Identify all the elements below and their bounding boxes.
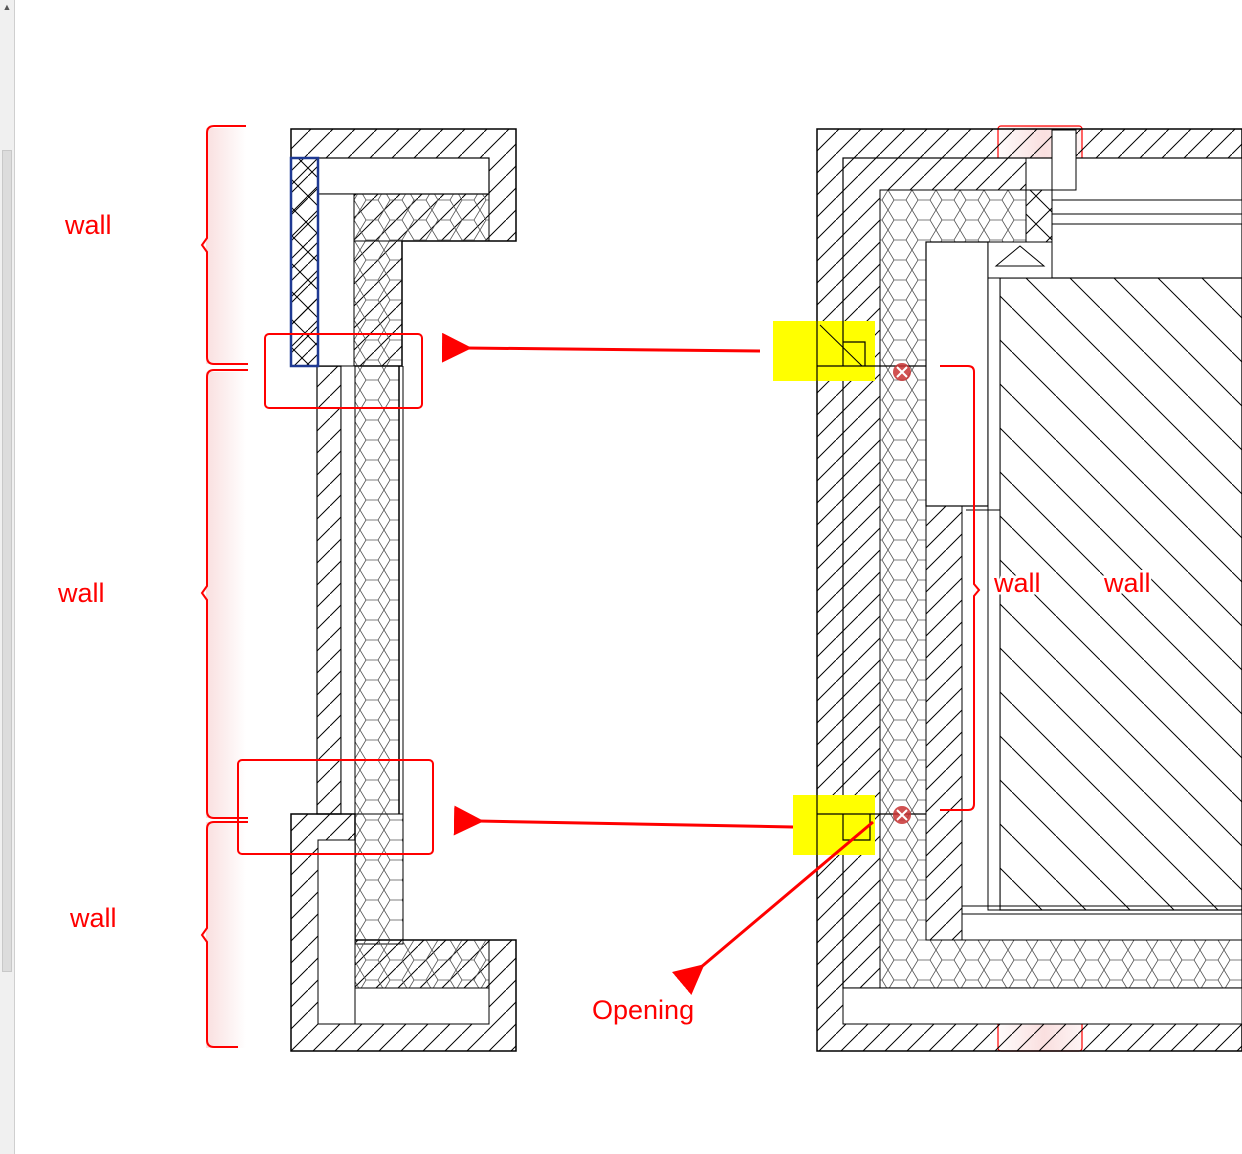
x-marker-icon[interactable] bbox=[893, 363, 911, 381]
junction-box-top bbox=[264, 333, 423, 409]
right-wall-section bbox=[816, 125, 1242, 1052]
arrow-top bbox=[441, 332, 761, 363]
scroll-up-icon[interactable]: ▲ bbox=[2, 2, 12, 12]
label-wall-left-bottom: wall bbox=[69, 903, 117, 933]
selected-wall-element[interactable] bbox=[289, 156, 320, 368]
label-wall-left-top: wall bbox=[64, 210, 112, 240]
arrow-opening bbox=[671, 820, 874, 995]
left-wall-section bbox=[289, 128, 517, 1052]
yellow-highlights bbox=[773, 321, 875, 855]
label-wall-left-middle: wall bbox=[57, 578, 105, 608]
label-opening: Opening bbox=[592, 995, 694, 1025]
x-marker-icon[interactable] bbox=[893, 806, 911, 824]
label-wall-right-inner: wall bbox=[993, 568, 1041, 598]
left-braces bbox=[200, 125, 248, 1048]
label-wall-right-outer: wall bbox=[1103, 568, 1151, 598]
scrollbar-thumb[interactable] bbox=[2, 150, 12, 972]
junction-box-bottom bbox=[237, 759, 434, 855]
vertical-scrollbar[interactable]: ▲ bbox=[0, 0, 15, 1154]
right-inner-brace bbox=[940, 365, 981, 811]
arrow-bottom bbox=[453, 805, 794, 836]
